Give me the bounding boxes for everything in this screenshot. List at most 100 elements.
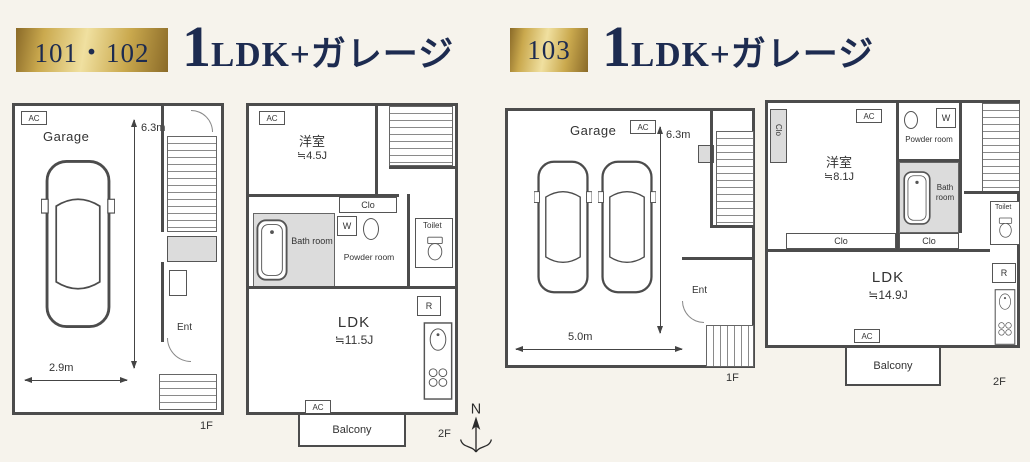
toilet-room: Toilet	[415, 218, 453, 268]
utility-box	[169, 270, 187, 296]
interior-wall	[710, 225, 754, 228]
sink-icon	[904, 111, 918, 129]
bathtub-icon	[903, 171, 931, 225]
bathroom-label: Bath room	[291, 236, 333, 246]
balcony: Balcony	[845, 346, 941, 386]
garage-label: Garage	[43, 129, 90, 144]
interior-wall	[682, 257, 754, 260]
toilet-icon	[998, 217, 1013, 238]
room-size-text: ≒8.1J	[823, 171, 855, 184]
balcony-label: Balcony	[873, 360, 913, 372]
unit-badge-101-102: 101・102	[16, 28, 168, 72]
interior-wall	[710, 111, 713, 227]
floor-label-2f: 2F	[438, 428, 451, 440]
car-icon	[598, 160, 656, 294]
entrance-label: Ent	[177, 322, 193, 333]
garage-label: Garage	[570, 123, 617, 138]
western-room-label: 洋室 ≒8.1J	[802, 155, 876, 185]
room-size-text: ≒11.5J	[334, 332, 374, 347]
room-name-text: LDK	[337, 314, 371, 331]
refrigerator-label: R	[992, 263, 1016, 283]
floor-label-1f: 1F	[200, 420, 213, 432]
balcony: Balcony	[298, 413, 406, 447]
interior-wall	[768, 249, 990, 252]
kitchen-counter-icon	[423, 322, 453, 400]
western-room-label: 洋室 ≒4.5J	[277, 134, 347, 164]
ac-unit-label: AC	[856, 109, 882, 123]
plan-type-title-left: 1 LDK+ガレージ	[182, 18, 454, 77]
title-text: LDK+ガレージ	[631, 35, 875, 74]
closet: Clo	[770, 109, 787, 163]
ac-unit-label: AC	[21, 111, 47, 125]
entry-steps	[159, 374, 217, 410]
interior-wall	[896, 159, 962, 162]
closet-label: Clo	[786, 233, 896, 249]
ac-unit-label: AC	[305, 400, 331, 414]
closet-label: Clo	[774, 124, 783, 137]
bathtub-icon	[256, 219, 288, 281]
interior-wall	[249, 194, 399, 197]
car-icon	[41, 160, 115, 328]
dimension-label-6-3m: 6.3m	[666, 129, 691, 141]
balcony-label: Balcony	[332, 424, 372, 436]
staircase	[389, 106, 453, 166]
room-name-text: 洋室	[298, 134, 325, 149]
toilet-room: Toilet	[990, 201, 1020, 245]
toilet-label: Toilet	[423, 221, 442, 230]
floorplan-unit103-1f: Garage AC 6.3m Ent 5.0m	[505, 108, 755, 368]
dimension-line-vertical	[657, 126, 663, 334]
staircase	[716, 131, 754, 227]
door-arc	[682, 301, 704, 323]
dimension-line-horizontal	[24, 377, 128, 383]
unit-badge-103: 103	[510, 28, 588, 72]
closet-label: Clo	[339, 197, 397, 213]
dimension-line-vertical	[131, 119, 137, 369]
staircase	[982, 103, 1020, 193]
title-text: LDK+ガレージ	[211, 35, 455, 74]
bathroom: Bath room	[899, 162, 959, 233]
north-label: N	[471, 402, 481, 418]
interior-wall	[161, 106, 164, 232]
interior-wall	[161, 262, 164, 342]
plan-type-title-right: 1 LDK+ガレージ	[602, 18, 874, 77]
bathroom: Bath room	[253, 213, 335, 287]
interior-wall	[959, 103, 962, 233]
bathroom-label: Bath room	[935, 183, 955, 202]
washer-label: W	[936, 108, 956, 128]
dimension-label-2-9m: 2.9m	[49, 362, 74, 374]
toilet-label: Toilet	[995, 204, 1012, 211]
door-arc	[167, 338, 191, 362]
washer-label: W	[337, 216, 357, 236]
room-name-text: 洋室	[825, 155, 852, 170]
room-name-text: LDK	[871, 269, 905, 286]
floor-label-1f: 1F	[726, 372, 739, 384]
floorplan-unit103-2f: Clo AC 洋室 ≒8.1J W Powder room Bath room …	[765, 100, 1020, 348]
floorplan-unit101-102-2f: AC 洋室 ≒4.5J Clo Bath room W Powder room …	[246, 103, 458, 415]
interior-wall	[407, 194, 410, 288]
ldk-label: LDK ≒14.9J	[838, 269, 938, 303]
kitchen-counter-icon	[994, 289, 1016, 345]
interior-wall	[389, 166, 455, 169]
powder-room-label: Powder room	[905, 135, 953, 144]
ac-unit-label: AC	[854, 329, 880, 343]
powder-room-label: Powder room	[343, 252, 395, 262]
floorplan-unit101-102-1f: AC Garage 6.3m Ent 2.9m	[12, 103, 224, 415]
closet-label: Clo	[899, 233, 959, 249]
staircase	[167, 136, 217, 232]
ac-unit-label: AC	[259, 111, 285, 125]
interior-wall	[375, 106, 378, 196]
ldk-label: LDK ≒11.5J	[309, 314, 399, 348]
interior-wall	[964, 191, 1020, 194]
floor-label-2f: 2F	[993, 376, 1006, 388]
room-size-text: ≒14.9J	[868, 287, 908, 302]
car-icon	[534, 160, 592, 294]
dimension-label-6-3m: 6.3m	[141, 122, 166, 134]
dimension-line-horizontal	[515, 346, 683, 352]
sink-icon	[363, 218, 379, 240]
refrigerator-label: R	[417, 296, 441, 316]
interior-wall	[896, 103, 899, 250]
room-size-text: ≒4.5J	[296, 150, 328, 163]
dimension-label-5-0m: 5.0m	[568, 331, 593, 343]
title-number: 1	[602, 14, 631, 79]
